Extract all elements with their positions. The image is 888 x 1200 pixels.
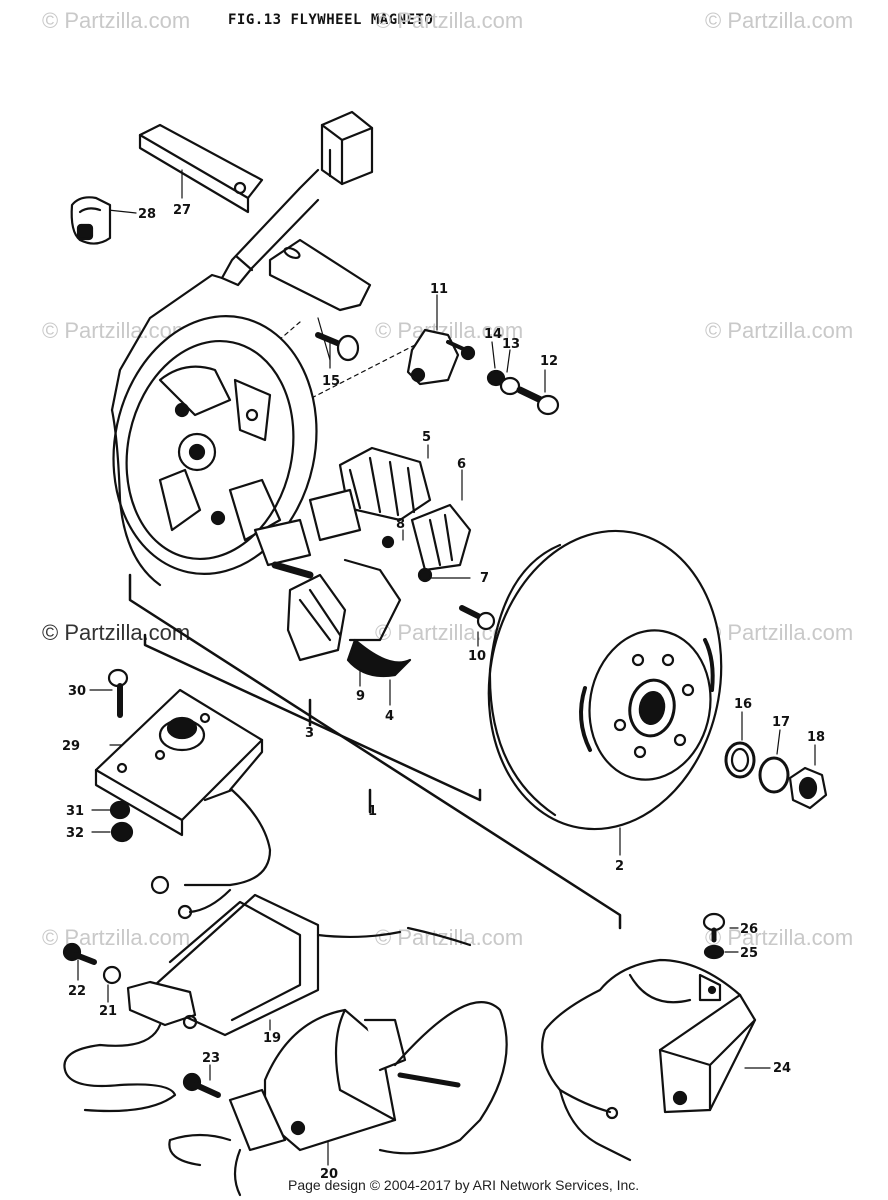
part-25-washer bbox=[703, 944, 725, 960]
callout-16: 16 bbox=[734, 697, 752, 712]
part-11-breaker bbox=[406, 328, 476, 386]
watermark: © Partzilla.com bbox=[705, 925, 854, 950]
part-16-washer bbox=[724, 741, 756, 779]
part-28-clamp bbox=[70, 196, 112, 245]
callout-15: 15 bbox=[322, 374, 340, 389]
callout-29: 29 bbox=[62, 739, 80, 754]
part-26-screw bbox=[702, 912, 726, 943]
callout-5: 5 bbox=[422, 430, 431, 445]
part-10-screw bbox=[459, 605, 496, 631]
part-30-bolt bbox=[107, 668, 129, 718]
part-13-washer bbox=[499, 376, 521, 396]
callout-32: 32 bbox=[66, 826, 84, 841]
part-19-ignition-coil bbox=[63, 893, 472, 1113]
watermark: © Partzilla.com bbox=[705, 8, 854, 33]
wiring-connector bbox=[110, 110, 374, 412]
callout-19: 19 bbox=[263, 1031, 281, 1046]
part-5-coil bbox=[308, 446, 432, 542]
stator-base-plate bbox=[110, 315, 318, 587]
part-14-washer bbox=[486, 369, 506, 387]
part-15-screw bbox=[315, 332, 360, 362]
callout-20: 20 bbox=[320, 1167, 338, 1182]
part-31-washer bbox=[109, 800, 131, 820]
assembly-bracket-lines bbox=[128, 573, 622, 930]
callout-3: 3 bbox=[305, 726, 314, 741]
part-24-cdi-unit bbox=[541, 958, 757, 1162]
callout-31: 31 bbox=[66, 804, 84, 819]
part-6-coil bbox=[410, 503, 472, 572]
callout-27: 27 bbox=[173, 203, 191, 218]
watermark: © Partzilla.com bbox=[705, 620, 854, 645]
callout-labels: 1 2 3 4 5 6 7 8 9 10 11 12 13 14 15 16 1… bbox=[62, 203, 825, 1182]
callout-13: 13 bbox=[502, 337, 520, 352]
callout-4: 4 bbox=[385, 709, 394, 724]
part-22-bolt bbox=[62, 942, 97, 965]
callout-12: 12 bbox=[540, 354, 558, 369]
part-9-core bbox=[286, 558, 402, 662]
callout-1: 1 bbox=[368, 804, 377, 819]
callout-25: 25 bbox=[740, 946, 758, 961]
watermark: © Partzilla.com bbox=[705, 318, 854, 343]
part-29-mount-bracket bbox=[94, 688, 272, 920]
part-20-ignition-coil bbox=[168, 1001, 508, 1197]
callout-23: 23 bbox=[202, 1051, 220, 1066]
part-12-screw bbox=[516, 386, 560, 416]
stator-bracket bbox=[253, 518, 314, 579]
part-23-screw bbox=[182, 1072, 221, 1098]
callout-28: 28 bbox=[138, 207, 156, 222]
callout-11: 11 bbox=[430, 282, 448, 297]
watermark: © Partzilla.com bbox=[375, 8, 524, 33]
callout-7: 7 bbox=[480, 571, 489, 586]
callout-2: 2 bbox=[615, 859, 624, 874]
callout-26: 26 bbox=[740, 922, 758, 937]
callout-21: 21 bbox=[99, 1004, 117, 1019]
grommet bbox=[268, 238, 372, 312]
callout-30: 30 bbox=[68, 684, 86, 699]
part-21-washer bbox=[102, 965, 122, 985]
figure-title: FIG.13 FLYWHEEL MAGNETO bbox=[228, 12, 434, 28]
part-2-flywheel-rotor bbox=[487, 529, 723, 831]
part-7-screw bbox=[417, 567, 433, 583]
callout-14: 14 bbox=[484, 327, 502, 342]
part-8-screw bbox=[381, 535, 395, 549]
part-18-nut bbox=[788, 766, 828, 810]
callout-10: 10 bbox=[468, 649, 486, 664]
callout-24: 24 bbox=[773, 1061, 791, 1076]
callout-18: 18 bbox=[807, 730, 825, 745]
callout-9: 9 bbox=[356, 689, 365, 704]
page-footer: Page design © 2004-2017 by ARI Network S… bbox=[288, 1177, 640, 1193]
watermark: © Partzilla.com bbox=[42, 8, 191, 33]
callout-8: 8 bbox=[396, 517, 405, 532]
part-4-pole-shoe bbox=[346, 638, 412, 678]
part-27-plate bbox=[138, 123, 264, 214]
callout-17: 17 bbox=[772, 715, 790, 730]
part-17-lock-washer bbox=[758, 756, 790, 794]
callout-22: 22 bbox=[68, 984, 86, 999]
callout-6: 6 bbox=[457, 457, 466, 472]
part-32-nut bbox=[110, 821, 134, 843]
